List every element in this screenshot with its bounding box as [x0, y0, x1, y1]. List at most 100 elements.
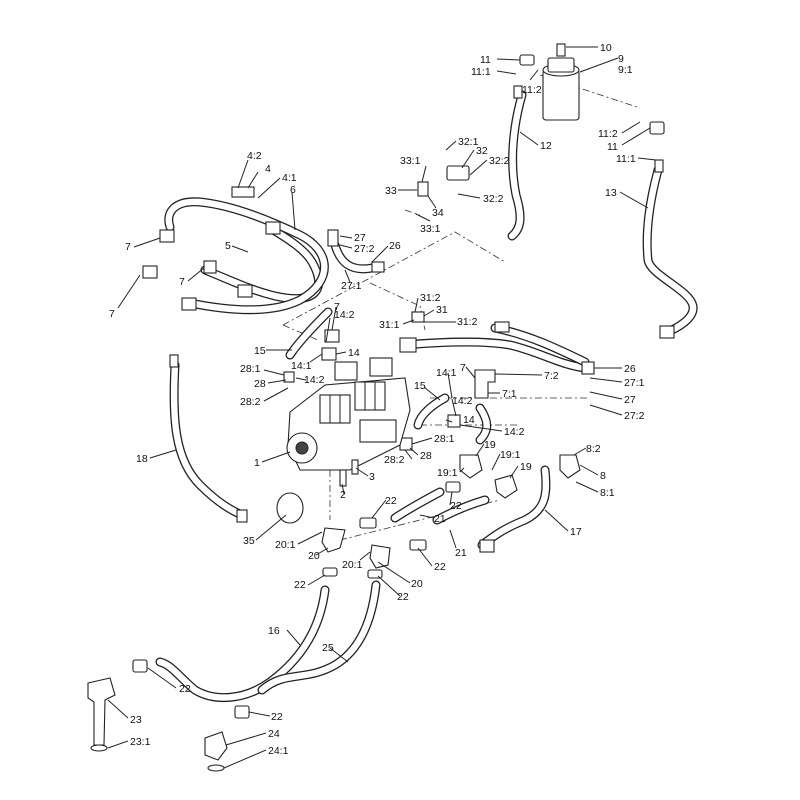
o-ring-24-1 — [207, 764, 225, 772]
hose-7-1 — [475, 403, 492, 445]
callout-19-b: 19 — [520, 461, 532, 473]
fitting-7-lower — [142, 265, 158, 279]
fitting-hose-6-top — [265, 221, 281, 235]
callout-8: 8 — [600, 470, 606, 482]
callout-14-a: 14 — [348, 347, 360, 359]
clamp-22-g — [234, 705, 250, 719]
callout-7-2: 7:2 — [544, 370, 559, 382]
clamp-35 — [276, 492, 304, 524]
callout-labels: 10 9 9:1 11 11:1 11:2 12 11:2 11 11:1 13… — [109, 42, 645, 757]
callout-26-a: 26 — [389, 240, 401, 252]
o-ring-23-1 — [90, 744, 108, 752]
callout-7-b: 7 — [179, 276, 185, 288]
callout-7-e: 7 — [460, 362, 466, 374]
clamp-22-b — [445, 481, 461, 493]
callout-32-1: 32:1 — [458, 136, 479, 148]
elbow-7-right — [474, 369, 496, 399]
callout-3: 3 — [369, 471, 375, 483]
callout-22-d: 22 — [397, 591, 409, 603]
callout-11-1-b: 11:1 — [616, 153, 636, 165]
callout-28-a: 28 — [254, 378, 266, 390]
hydraulic-filter — [542, 43, 580, 121]
switch-4 — [231, 186, 255, 198]
fitting-7-upper — [159, 229, 175, 243]
fitting-11-1-right — [654, 159, 664, 173]
callout-4-2: 4:2 — [247, 150, 262, 162]
callout-8-2: 8:2 — [586, 443, 601, 455]
fitting-hose-5-end — [181, 297, 197, 311]
hose-15 — [285, 307, 333, 360]
callout-16: 16 — [268, 625, 280, 637]
clamp-22-d — [322, 567, 338, 577]
callout-22-c: 22 — [434, 561, 446, 573]
clamp-22-f — [132, 659, 148, 673]
clamp-22-a — [359, 517, 377, 529]
fitting-28-left — [283, 371, 295, 383]
callout-14-2-b: 14:2 — [304, 374, 325, 386]
callout-9: 9 — [618, 53, 624, 65]
callout-14-2-c: 14:2 — [452, 395, 473, 407]
callout-31-2-b: 31:2 — [457, 316, 478, 328]
callout-17: 17 — [570, 526, 582, 538]
callout-33-1-a: 33:1 — [400, 155, 421, 167]
callout-31-1: 31:1 — [379, 319, 400, 331]
hose-15-right — [413, 393, 450, 430]
callout-15-a: 15 — [254, 345, 266, 357]
callout-20-a: 20 — [308, 550, 320, 562]
callout-22-b: 22 — [450, 500, 462, 512]
callout-27-2-a: 27:2 — [354, 243, 375, 255]
hose-17 — [477, 465, 551, 550]
callout-20-1-b: 20:1 — [342, 559, 363, 571]
callout-22-f: 22 — [179, 683, 191, 695]
hose-18 — [169, 360, 247, 520]
callout-7-a: 7 — [125, 241, 131, 253]
fitting-33 — [417, 181, 429, 197]
callout-20-b: 20 — [411, 578, 423, 590]
callout-35: 35 — [243, 535, 255, 547]
callout-14-1-a: 14:1 — [291, 360, 312, 372]
fitting-14-left — [321, 347, 337, 361]
fitting-11-1-top — [513, 85, 523, 99]
callout-28-b: 28 — [420, 450, 432, 462]
fitting-11-top — [519, 54, 535, 66]
callout-4: 4 — [265, 163, 271, 175]
valve-32 — [446, 165, 470, 181]
callout-28-2-b: 28:2 — [384, 454, 405, 466]
callout-14-2-a: 14:2 — [334, 309, 355, 321]
callout-28-1-a: 28:1 — [240, 363, 261, 375]
callout-11-2-a: 11:2 — [522, 84, 542, 96]
fitting-hose-18-end — [236, 509, 248, 523]
callout-21-a: 21 — [434, 513, 446, 525]
callout-27-a: 27 — [354, 232, 366, 244]
callout-15-b: 15 — [414, 380, 426, 392]
leader-lines — [107, 46, 657, 769]
callout-34: 34 — [432, 207, 444, 219]
callout-14-2-d: 14:2 — [504, 426, 525, 438]
clamp-22-e — [367, 569, 383, 579]
fitting-31 — [411, 311, 425, 323]
callout-27-1-a: 27:1 — [341, 280, 362, 292]
callout-8-1: 8:1 — [600, 487, 615, 499]
elbow-20-left — [321, 527, 346, 553]
callout-24-1: 24:1 — [268, 745, 289, 757]
callout-27-b: 27 — [624, 394, 636, 406]
callout-12: 12 — [540, 140, 552, 152]
hose-26-top — [330, 240, 377, 274]
fitting-26-top — [371, 261, 385, 273]
hose-21-lower — [432, 495, 490, 525]
callout-32-2-b: 32:2 — [483, 193, 504, 205]
fitting-11-right — [649, 121, 665, 135]
bolt-2 — [339, 469, 347, 487]
callout-5: 5 — [225, 240, 231, 252]
callout-31: 31 — [436, 304, 448, 316]
hose-to-fitting-26 — [400, 337, 590, 373]
hose-25 — [257, 580, 381, 695]
callout-7-d: 7 — [334, 301, 340, 313]
clamp-22-c — [409, 539, 427, 551]
callout-24: 24 — [268, 728, 280, 740]
callout-22-a: 22 — [385, 495, 397, 507]
hose-13 — [642, 165, 698, 338]
callout-6: 6 — [290, 184, 296, 196]
hose-12 — [507, 90, 527, 241]
callout-11-1-a: 11:1 — [471, 66, 491, 78]
